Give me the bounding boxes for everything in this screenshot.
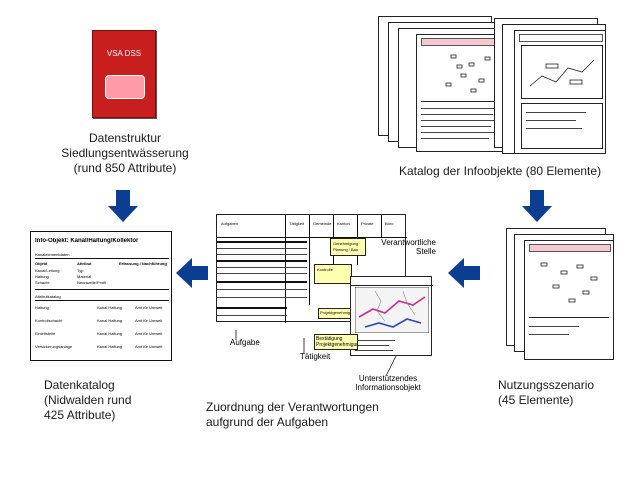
list-block (421, 101, 507, 148)
book-caption-line-1: Datenstruktur (88, 131, 162, 145)
callout-infoobjekt: Unterstützendes Informationsobjekt (348, 374, 428, 392)
note-middle: Kontrolle (314, 264, 352, 284)
sheet-title: Info-Objekt: Kanal/Haltung/Kollektor (35, 238, 139, 244)
book-caption-line-2: Siedlungsentwässerung (61, 146, 189, 160)
catalog-map (529, 59, 595, 87)
list-row-3-c0: Versickerungsanlage (35, 344, 73, 349)
book-caption-line-3: (rund 850 Attribute) (73, 161, 177, 175)
callout-infoobjekt-line-1: Unterstützendes (358, 374, 418, 383)
th-3: Kanton (337, 221, 350, 226)
zuordnung-caption-line-1: Zuordnung der Verantwortungen (206, 400, 379, 414)
nutzung-caption-line-1: Nutzungsszenario (498, 378, 595, 392)
sheet-row-1-c1: Typ (77, 268, 84, 273)
map-legend (355, 337, 429, 353)
list-row-3-c2: Amt für Umwelt (135, 344, 163, 349)
note-label-2: Kontrolle (317, 267, 333, 272)
callout-taetigkeit: Tätigkeit (300, 352, 331, 361)
arrow-down-left (108, 190, 138, 222)
callout-leader-lines (235, 330, 397, 377)
th-0: Aufgaben (221, 221, 239, 226)
nutzung-page-front (524, 240, 614, 360)
note-bottom: Bestätigung Projektgenehmigung (314, 334, 358, 350)
list-row-0-c2: Amt für Umwelt (135, 305, 163, 310)
catalog-page-b-front (514, 30, 606, 154)
list-row-0-c1: Kanal Haltung (97, 305, 123, 310)
note-label-0: Genehmigung (333, 241, 359, 246)
sheet-row-0-c1: Attribut (77, 261, 92, 266)
map-sheet-header (351, 277, 433, 286)
map-inset (355, 287, 429, 333)
list-row-2-c0: Einleitstelle (35, 331, 56, 336)
list-row-3-c1: Kanal Haltung (97, 344, 123, 349)
sheet-row-1-c0: Kanal/Leitung (35, 268, 60, 273)
sheet-header-b (519, 34, 603, 42)
th-4: Private (361, 221, 374, 226)
list-row-2-c2: Amt für Umwelt (135, 331, 163, 336)
legend-block (521, 103, 603, 149)
note-top: Genehmigung Planung / Bau (330, 238, 366, 256)
sheet-list: Haltung Kanal Haltung Amt für Umwelt Kon… (35, 300, 169, 359)
sheet-subtitle: Kanalelementdaten (35, 252, 70, 257)
list-row-1-c2: Amt für Umwelt (135, 318, 163, 323)
map-frame (521, 45, 603, 99)
callout-aufgabe: Aufgabe (230, 338, 260, 347)
sheet-row-0-c0: Objekt (35, 261, 48, 266)
zuordnung-caption: Zuordnung der Verantwortungen aufgrund d… (206, 400, 406, 430)
arrow-left-2 (448, 258, 480, 288)
th-5: Büro (385, 221, 394, 226)
datenkatalog-caption-line-1: Datenkatalog (44, 378, 115, 392)
vsa-dss-book: VSA DSS (92, 30, 156, 118)
callout-stelle: Verantwortliche Stelle (376, 238, 436, 256)
nutzung-caption: Nutzungsszenario (45 Elemente) (498, 378, 618, 408)
datenkatalog-sheet: Info-Objekt: Kanal/Haltung/Kollektor Kan… (30, 231, 172, 361)
map-sheet (350, 276, 433, 356)
sheet-table: Objekt Attribut Erfassung / Nachführung … (35, 258, 169, 290)
dot-map (445, 54, 491, 93)
book-window (105, 75, 145, 99)
catalog-caption: Katalog der Infoobjekte (80 Elemente) (398, 164, 602, 178)
sheet-row-3-c0: Schacht (35, 280, 50, 285)
zuordnung-caption-line-2: aufgrund der Aufgaben (206, 415, 329, 429)
sheet-row-2-c1: Material (77, 274, 92, 279)
note-label-1: Planung / Bau (333, 247, 359, 252)
arrow-down-right (522, 190, 552, 222)
table-header: Aufgaben Tätigkeit Gemeinde Kanton Priva… (217, 215, 407, 238)
th-1: Tätigkeit (289, 221, 305, 226)
sheet-row-2-c0: Haltung (35, 274, 49, 279)
nutzung-footer (529, 317, 609, 356)
nutzung-map (540, 262, 598, 303)
arrow-left-1 (176, 258, 208, 288)
sheet-section: Attributkatalog (35, 294, 61, 299)
callout-stelle-line-2: Stelle (415, 247, 436, 256)
book-caption: Datenstruktur Siedlungsentwässerung (run… (40, 131, 210, 176)
datenkatalog-caption-line-2: (Nidwalden rund (44, 393, 132, 407)
callout-stelle-line-1: Verantwortliche (381, 238, 436, 247)
list-row-1-c1: Kanal Haltung (97, 318, 123, 323)
sheet-row-0-c2: Erfassung / Nachführung (119, 261, 167, 266)
list-row-2-c1: Kanal Haltung (97, 331, 123, 336)
th-2: Gemeinde (313, 221, 332, 226)
callout-infoobjekt-line-2: Informationsobjekt (355, 383, 421, 392)
datenkatalog-caption-line-3: 425 Attribute) (44, 408, 116, 422)
sheet-row-3-c1: Nennweite/Profil (77, 280, 107, 285)
nutzung-sheet-header (529, 244, 611, 252)
list-row-1-c0: Kontrollschacht (35, 318, 63, 323)
datenkatalog-caption: Datenkatalog (Nidwalden rund 425 Attribu… (44, 378, 164, 423)
book-label: VSA DSS (106, 49, 142, 58)
list-row-0-c0: Haltung (35, 305, 49, 310)
nutzung-caption-line-2: (45 Elemente) (498, 393, 574, 407)
